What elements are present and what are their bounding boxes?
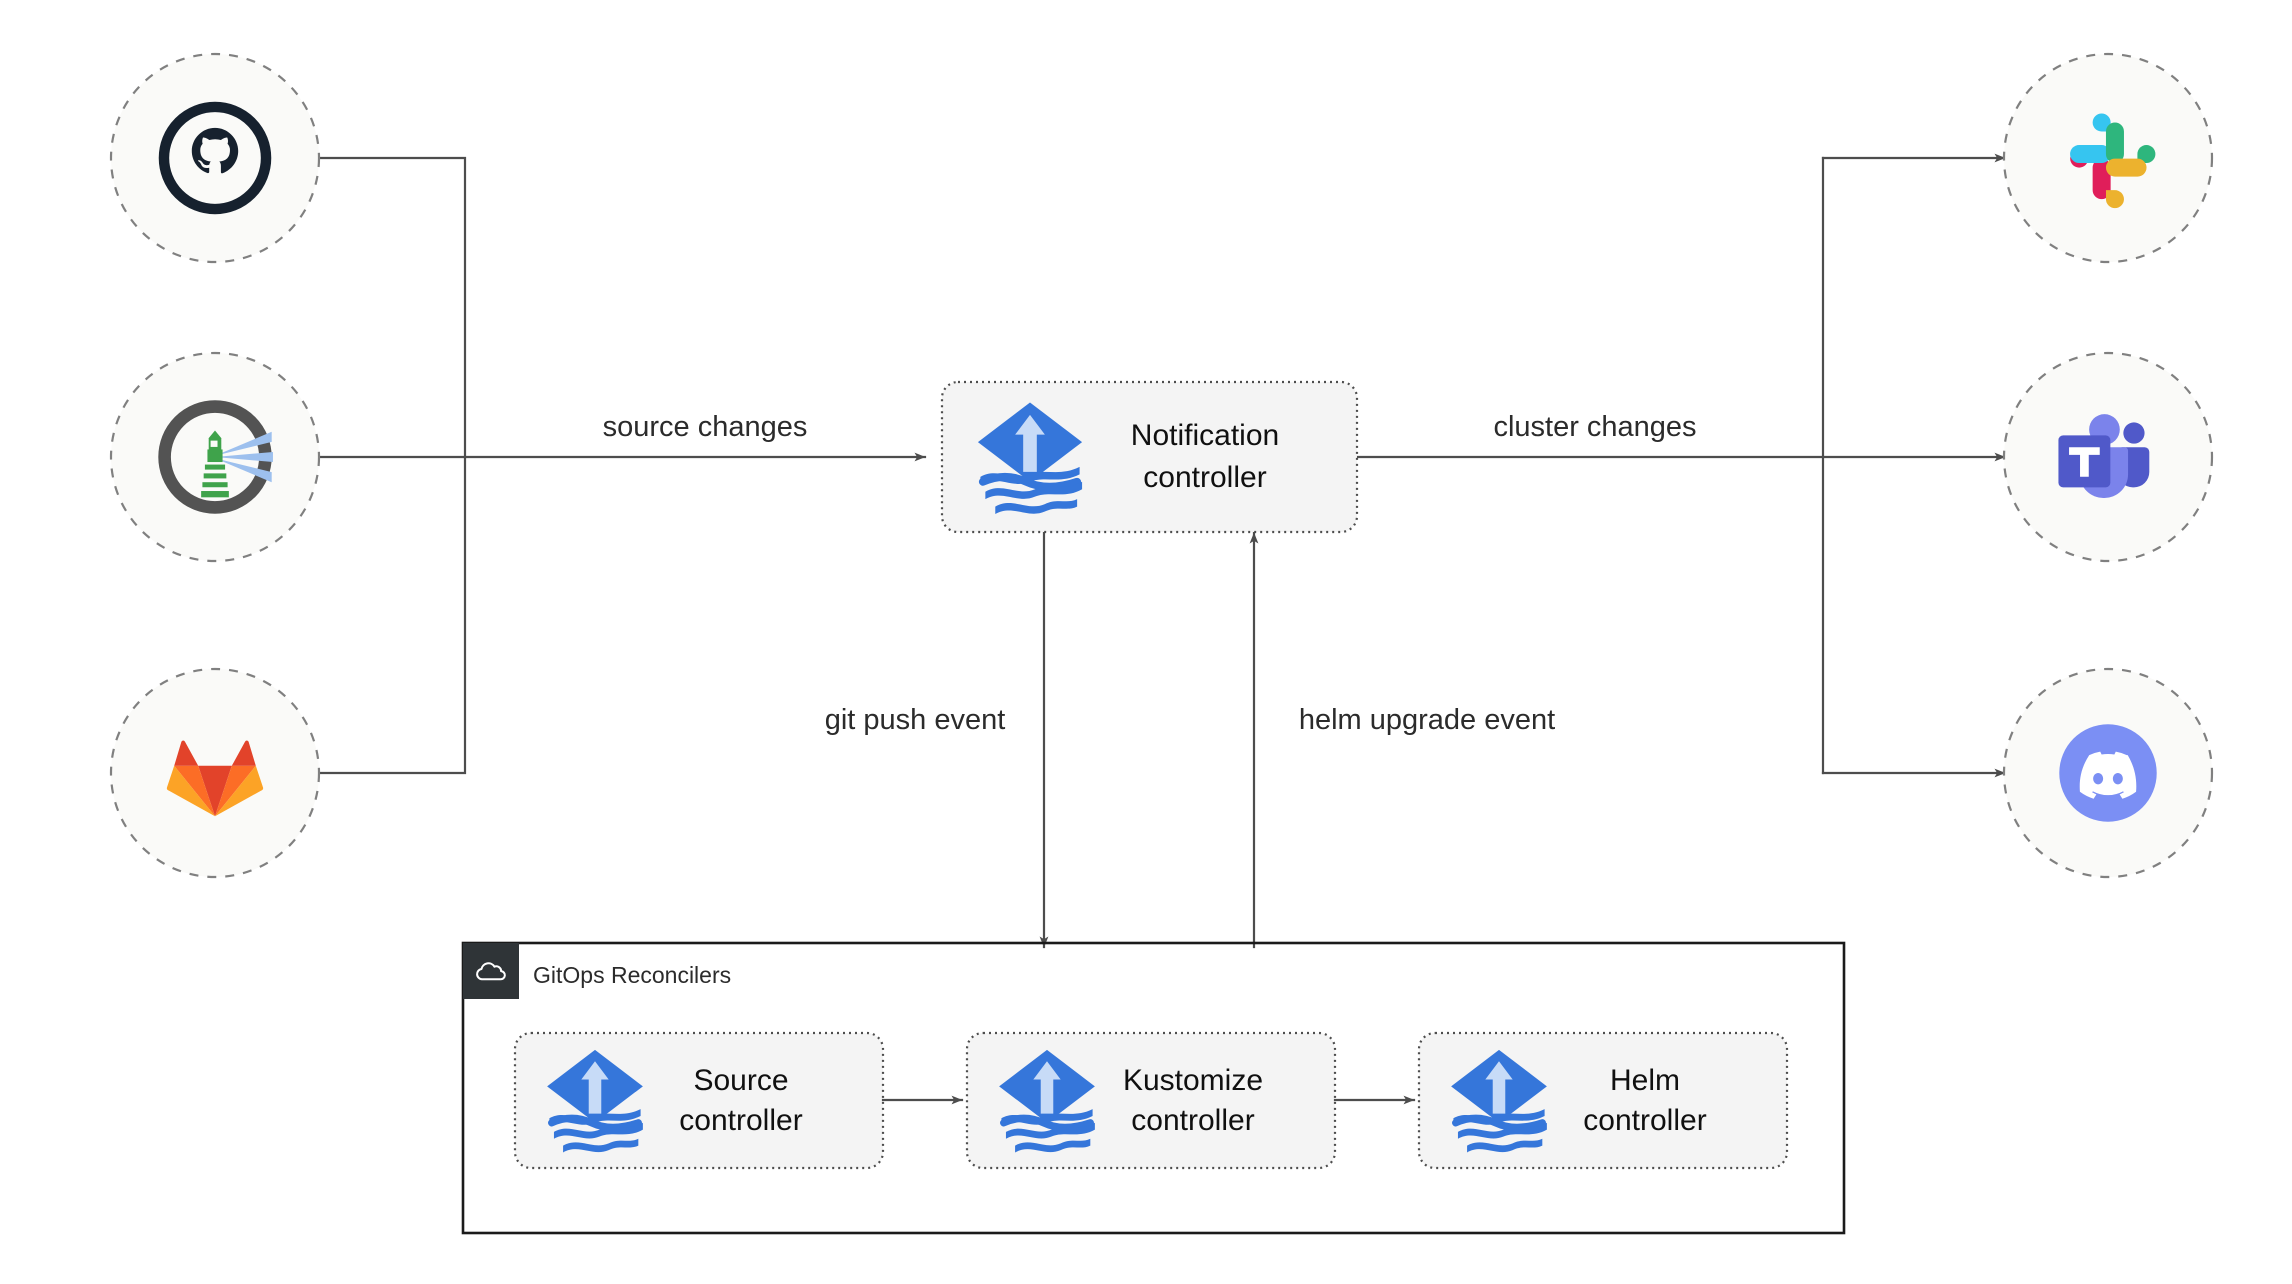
notification-controller-label-line1: Notification <box>1131 419 1279 452</box>
source-controller-label-line2: controller <box>679 1104 802 1137</box>
source-controller-label-line1: Source <box>693 1064 788 1097</box>
gitops-reconcilers-title: GitOps Reconcilers <box>533 962 731 988</box>
helm-controller-label-line2: controller <box>1583 1104 1706 1137</box>
source-node-flux[interactable] <box>109 351 321 563</box>
destination-node-discord[interactable] <box>2002 667 2214 879</box>
edge-label-cluster-changes: cluster changes <box>1493 411 1696 443</box>
source-node-gitlab[interactable] <box>109 667 321 879</box>
source-controller-node[interactable]: Source controller <box>513 1031 885 1170</box>
notification-controller-node[interactable]: Notification controller <box>940 380 1359 534</box>
edge-label-helm-upgrade-event: helm upgrade event <box>1299 704 1555 736</box>
notification-controller-label-line2: controller <box>1143 461 1266 494</box>
edge-label-git-push-event: git push event <box>825 704 1006 736</box>
kustomize-controller-label-line1: Kustomize <box>1123 1064 1263 1097</box>
helm-controller-label-line1: Helm <box>1610 1064 1680 1097</box>
helm-controller-node[interactable]: Helm controller <box>1417 1031 1789 1170</box>
kustomize-controller-label-line2: controller <box>1131 1104 1254 1137</box>
edge-source-changes-group <box>213 156 927 775</box>
source-node-github[interactable] <box>109 52 321 264</box>
destination-node-slack[interactable] <box>2002 52 2214 264</box>
edge-label-source-changes: source changes <box>603 411 808 443</box>
kustomize-controller-node[interactable]: Kustomize controller <box>965 1031 1337 1170</box>
gitops-reconcilers-group: GitOps Reconcilers <box>461 941 1846 1235</box>
destination-node-teams[interactable] <box>2002 351 2214 563</box>
